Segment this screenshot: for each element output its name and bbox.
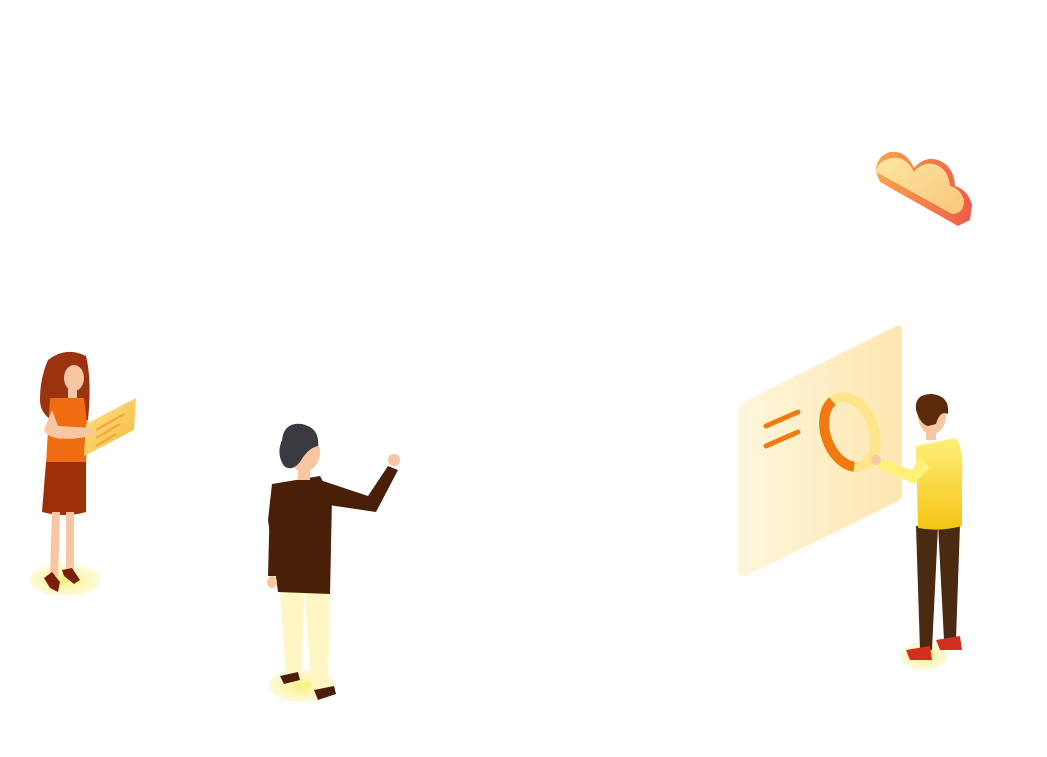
donut-chart-icon [819,392,881,472]
man-at-panel [871,394,963,670]
woman-with-tablet [29,351,136,596]
cloud-icon [876,151,972,226]
menu-lines-icon [763,409,801,449]
dashboard-panel [738,325,902,577]
floor-shadow [29,564,101,596]
man-pointing-up [267,423,400,702]
